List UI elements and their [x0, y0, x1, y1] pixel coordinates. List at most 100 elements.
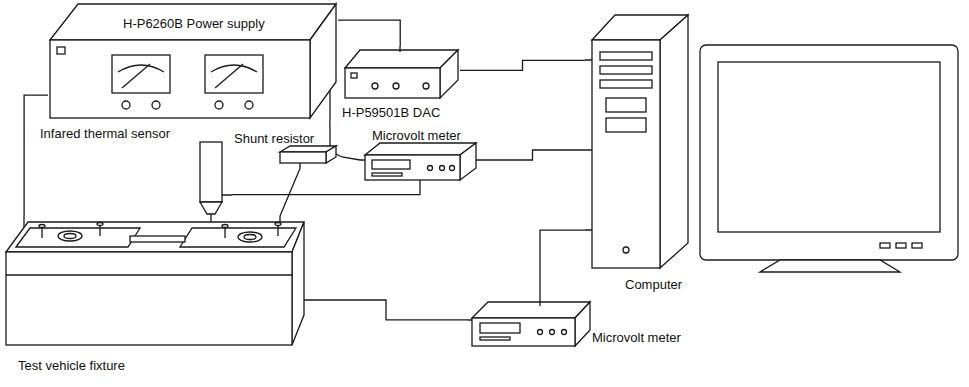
power-supply: H-P6260B Power supply [48, 2, 338, 120]
microvolt-meter-drawing [365, 155, 460, 180]
cable [540, 230, 585, 298]
cable [304, 300, 468, 320]
cable-stubs [24, 46, 592, 320]
microvolt-meter-drawing [450, 166, 455, 171]
power-supply-drawing [57, 47, 65, 54]
thermal-sensor-drawing [200, 142, 222, 202]
computer-drawing [606, 98, 646, 112]
shunt-resistor-drawing [280, 146, 336, 163]
computer-drawing [700, 45, 958, 260]
microvolt-meter-drawing [562, 330, 567, 335]
cable [24, 95, 48, 216]
equipment-label: Microvolt meter [372, 129, 461, 143]
computer-drawing [592, 40, 660, 268]
microvolt-meter-drawing [428, 166, 433, 171]
equipment-label: H-P59501B DAC [342, 106, 440, 120]
dac-drawing [423, 83, 429, 89]
microvolt-meter-drawing [372, 160, 410, 169]
thermal-sensor: Infared thermal sensor [36, 122, 232, 214]
cable [480, 150, 585, 160]
test-fixture-drawing [6, 222, 304, 252]
microvolt-meter: Microvolt meter [360, 124, 480, 184]
power-supply-drawing [122, 64, 150, 88]
test-fixture-drawing [130, 236, 185, 242]
computer-drawing [606, 118, 646, 132]
equipment-label: Computer [625, 278, 682, 292]
power-supply-drawing [50, 4, 336, 40]
computer-drawing [600, 52, 652, 60]
microvolt-meter-drawing [538, 330, 543, 335]
computer-drawing [718, 62, 940, 232]
power-supply-drawing [245, 101, 253, 109]
shunt-resistor-drawing [326, 146, 336, 163]
test-fixture-drawing [275, 223, 281, 226]
equipment-label: Test vehicle fixture [18, 359, 125, 373]
equipment-label: Microvolt meter [592, 331, 681, 345]
test-fixture-drawing [97, 223, 103, 226]
power-supply-drawing [50, 40, 310, 118]
microvolt-meter-drawing [472, 302, 590, 318]
microvolt-meter-drawing [575, 302, 590, 346]
computer-drawing [912, 243, 922, 248]
cable [329, 120, 330, 128]
microvolt-meter-drawing [440, 166, 445, 171]
test-fixture-drawing [238, 232, 262, 242]
microvolt-meter-drawing [472, 318, 575, 346]
power-supply-drawing [215, 64, 243, 88]
microvolt-meter-drawing [550, 330, 555, 335]
dac-unit: H-P59501B DAC [338, 46, 460, 122]
equipment-label: Infared thermal sensor [40, 127, 170, 141]
computer-drawing [760, 260, 900, 272]
test-fixture-drawing [6, 252, 292, 345]
test-fixture: Test vehicle fixture [4, 216, 304, 376]
shunt-resistor-drawing [280, 152, 326, 163]
equipment-label: H-P6260B Power supply [123, 17, 265, 31]
computer-drawing [896, 243, 906, 248]
thermal-sensor-drawing [200, 142, 222, 226]
power-supply-drawing [122, 101, 130, 109]
test-fixture-drawing [64, 234, 76, 239]
power-supply-drawing [215, 101, 223, 109]
power-supply-drawing [205, 55, 263, 93]
microvolt-meter-drawing [460, 143, 476, 180]
computer-drawing [600, 80, 652, 88]
dac-drawing [345, 50, 458, 68]
computer-drawing [880, 243, 890, 248]
computer-drawing [600, 66, 652, 74]
dac-drawing [345, 68, 440, 98]
dac-drawing [345, 50, 458, 98]
microvolt-meter: Microvolt meter [468, 298, 698, 350]
test-fixture-drawing [244, 235, 256, 240]
test-fixture-drawing [58, 231, 82, 241]
cable [232, 184, 420, 195]
microvolt-meter-drawing [480, 337, 510, 340]
dac-drawing [393, 83, 399, 89]
power-supply-drawing [50, 4, 336, 118]
cable [338, 20, 400, 46]
dac-drawing [372, 83, 378, 89]
computer-drawing [592, 15, 958, 272]
microvolt-meter-drawing [372, 173, 402, 176]
computer-drawing [660, 15, 688, 268]
computer: Computer [585, 12, 963, 296]
computer-drawing [623, 247, 629, 253]
microvolt-meter-drawing [472, 302, 590, 346]
dac-drawing [351, 73, 357, 78]
dac-drawing [440, 50, 458, 98]
power-supply-drawing [112, 55, 170, 93]
equipment-label: Shunt resistor [234, 132, 314, 146]
test-fixture-drawing [39, 225, 45, 228]
test-fixture-drawing [292, 222, 304, 345]
cable-stubs [24, 46, 592, 320]
thermal-sensor-drawing [200, 202, 222, 214]
test-fixture-drawing [16, 228, 140, 247]
microvolt-meter-drawing [365, 143, 476, 155]
power-supply-drawing [152, 101, 160, 109]
test-fixture-drawing [6, 222, 304, 345]
cable [460, 60, 585, 70]
cable [342, 157, 360, 160]
test-fixture-drawing [222, 225, 228, 228]
